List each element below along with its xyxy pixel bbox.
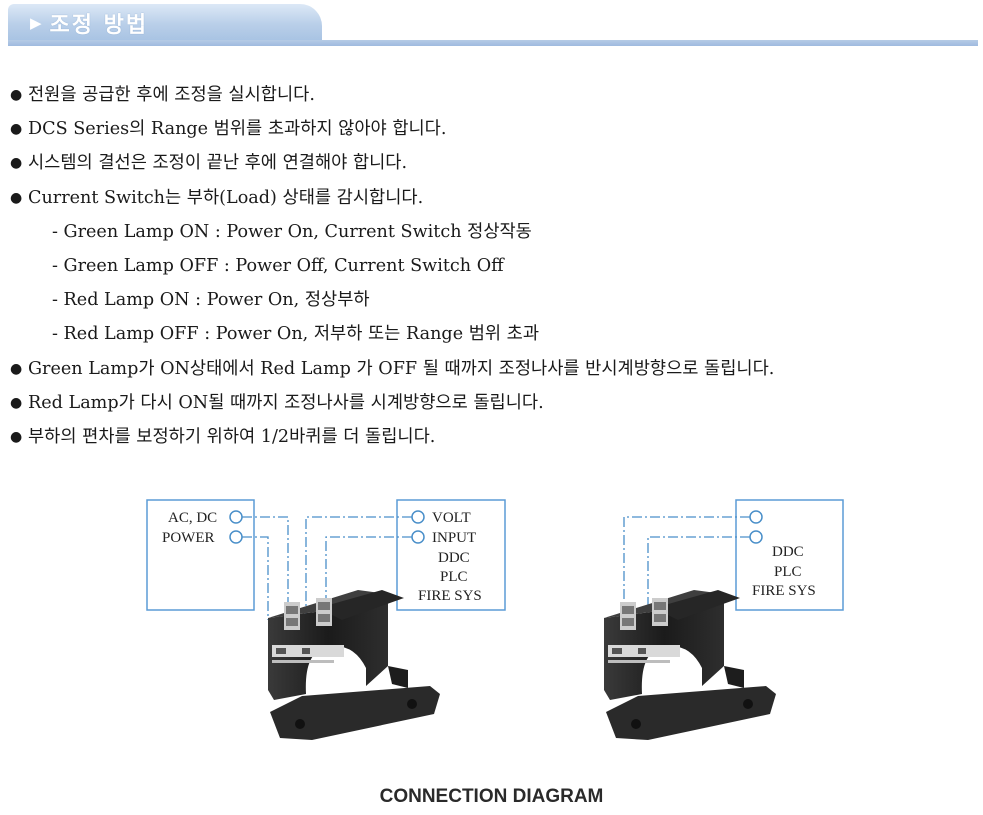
header-rule <box>8 40 978 46</box>
list-item: ● 전원을 공급한 후에 조정을 실시합니다. <box>10 78 970 112</box>
target-terminal-1 <box>411 510 425 524</box>
sub-list-item: - Green Lamp ON : Power On, Current Swit… <box>10 215 970 249</box>
list-item: ● Current Switch는 부하(Load) 상태를 감시합니다. <box>10 181 970 215</box>
list-item-text: 부하의 편차를 보정하기 위하여 1/2바퀴를 더 돌립니다. <box>28 426 436 447</box>
left-wiring <box>242 516 412 620</box>
connection-diagram: AC, DC POWER VOLT INPUT DDC PLC FIRE SYS… <box>146 499 844 740</box>
target-terminal-2 <box>411 530 425 544</box>
sub-list-item: - Red Lamp ON : Power On, 정상부하 <box>10 283 970 317</box>
list-item-text: Red Lamp가 다시 ON될 때까지 조정나사를 시계방향으로 돌립니다. <box>28 392 544 413</box>
sub-item-text: - Green Lamp OFF : Power Off, Current Sw… <box>52 255 504 276</box>
target-label-line-4: PLC <box>440 569 468 585</box>
right-terminal-1 <box>749 510 763 524</box>
source-label-line-1: AC, DC <box>168 510 217 526</box>
target-label-line-2: INPUT <box>432 530 476 546</box>
sub-list-item: - Red Lamp OFF : Power On, 저부하 또는 Range … <box>10 317 970 351</box>
source-terminal-1 <box>229 510 243 524</box>
right-label-line-2: PLC <box>774 564 802 580</box>
bullet-icon: ● <box>10 394 23 411</box>
section-header-tab: ▶ 조정 방법 <box>8 4 322 41</box>
controller-box <box>396 499 506 611</box>
target-label-line-5: FIRE SYS <box>418 588 482 604</box>
list-item-text: 시스템의 결선은 조정이 끝난 후에 연결해야 합니다. <box>28 153 408 174</box>
current-switch-sensor-right <box>604 590 776 740</box>
target-label-line-1: VOLT <box>432 510 471 526</box>
sub-item-text: - Red Lamp ON : Power On, 정상부하 <box>52 290 370 311</box>
list-item: ● Red Lamp가 다시 ON될 때까지 조정나사를 시계방향으로 돌립니다. <box>10 386 970 420</box>
list-item: ● Green Lamp가 ON상태에서 Red Lamp 가 OFF 될 때까지… <box>10 352 970 386</box>
list-item-text: Current Switch는 부하(Load) 상태를 감시합니다. <box>28 187 424 208</box>
right-label-line-3: FIRE SYS <box>752 583 816 599</box>
list-item: ● DCS Series의 Range 범위를 초과하지 않아야 합니다. <box>10 112 970 146</box>
source-label-line-2: POWER <box>162 530 215 546</box>
bullet-icon: ● <box>10 87 23 103</box>
bullet-icon: ● <box>10 360 23 377</box>
sub-item-text: - Red Lamp OFF : Power On, 저부하 또는 Range … <box>52 324 540 345</box>
current-switch-sensor-left <box>268 590 440 740</box>
power-source-box <box>146 499 255 611</box>
right-wiring <box>623 516 750 620</box>
target-label-line-3: DDC <box>438 550 470 566</box>
list-item-text: Green Lamp가 ON상태에서 Red Lamp 가 OFF 될 때까지 … <box>28 358 775 379</box>
diagram-caption: CONNECTION DIAGRAM <box>379 786 604 807</box>
controller-box-right <box>735 499 844 611</box>
list-item-text: 전원을 공급한 후에 조정을 실시합니다. <box>28 85 315 105</box>
right-label-line-1: DDC <box>772 544 804 560</box>
right-terminal-2 <box>749 530 763 544</box>
bullet-icon: ● <box>10 155 23 172</box>
sub-list-item: - Green Lamp OFF : Power Off, Current Sw… <box>10 249 970 283</box>
sub-item-text: - Green Lamp ON : Power On, Current Swit… <box>52 221 532 242</box>
play-arrow-icon: ▶ <box>30 13 42 32</box>
bullet-icon: ● <box>10 428 23 445</box>
bullet-icon: ● <box>10 189 23 206</box>
list-item: ● 시스템의 결선은 조정이 끝난 후에 연결해야 합니다. <box>10 146 970 180</box>
list-item-text: DCS Series의 Range 범위를 초과하지 않아야 합니다. <box>28 119 447 140</box>
source-terminal-2 <box>229 530 243 544</box>
section-title: 조정 방법 <box>49 12 149 38</box>
list-item: ● 부하의 편차를 보정하기 위하여 1/2바퀴를 더 돌립니다. <box>10 420 970 454</box>
bullet-icon: ● <box>10 121 23 138</box>
instruction-list: ● 전원을 공급한 후에 조정을 실시합니다. ● DCS Series의 Rang… <box>10 78 970 454</box>
